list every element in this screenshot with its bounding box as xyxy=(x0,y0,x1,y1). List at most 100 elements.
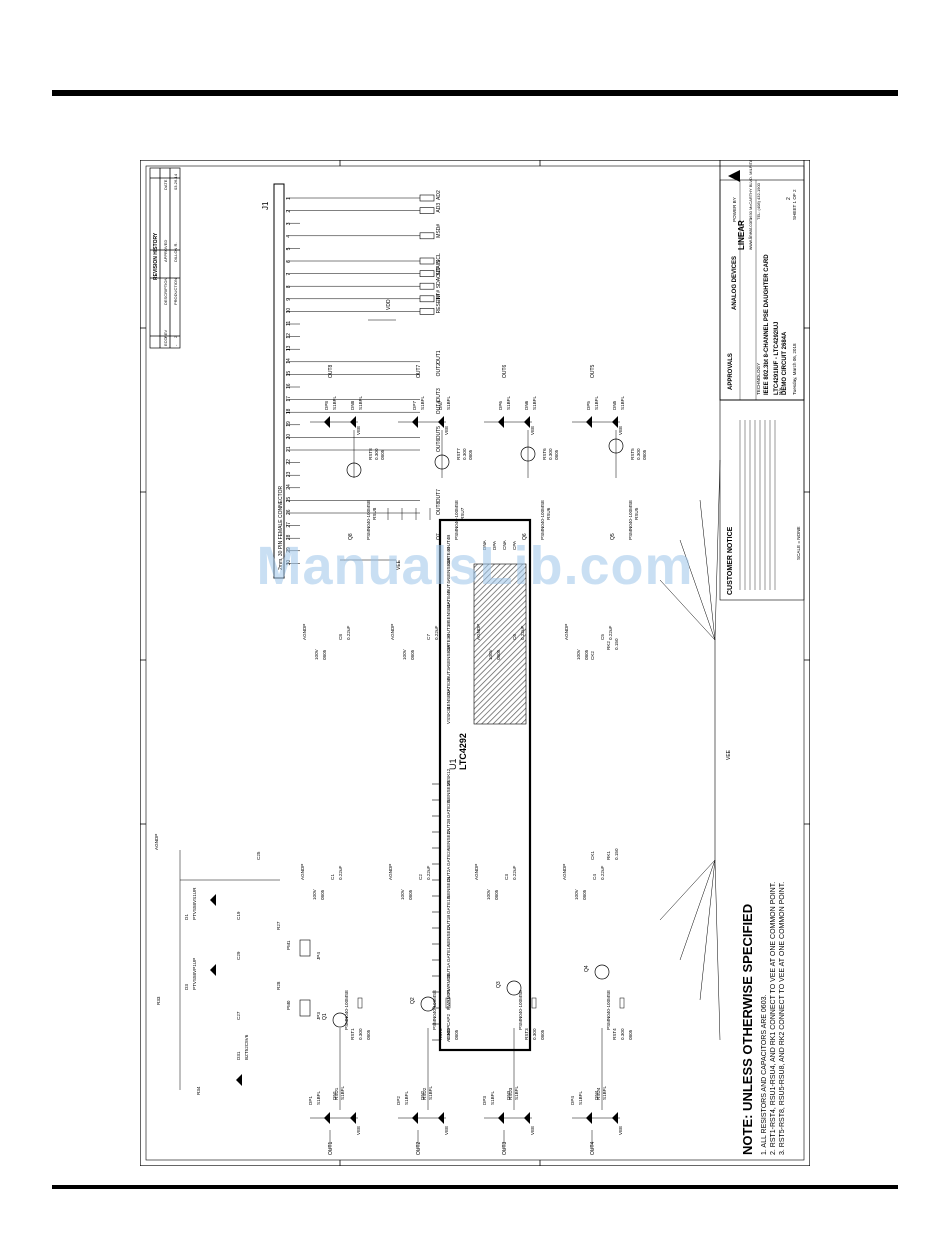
sense-resistor-value: 0.300 xyxy=(548,448,553,460)
j1-pin-number: 30 xyxy=(286,560,292,566)
j1-pin-number: 7 xyxy=(286,273,292,276)
sense-resistor-ref: RSU2 xyxy=(422,1087,427,1100)
diode-ref: DN1 xyxy=(332,1090,337,1100)
signal-label: MSD# xyxy=(436,224,442,238)
j1-pin-number: 4 xyxy=(286,235,292,238)
revision-header: ECO xyxy=(163,337,168,346)
revision-header: DESCRIPTION xyxy=(163,278,168,305)
cap-size: 0805 xyxy=(496,649,501,660)
diode-symbol xyxy=(210,964,216,976)
mosfet-part: PSMN040-100MSE xyxy=(344,990,349,1030)
sense-resistor-ref: RST2 xyxy=(438,1028,443,1040)
cap-ref: C8 xyxy=(338,634,343,640)
sense-resistor-value: 0.300 xyxy=(462,448,467,460)
cap-value: 0.22uF xyxy=(426,866,431,880)
mosfet-part: PSMN040-100MSE xyxy=(454,500,459,540)
cap-rating: 100V xyxy=(312,888,317,900)
mosfet-ref: Q1 xyxy=(322,1013,328,1020)
out-label: OUT3 xyxy=(502,1141,508,1155)
u1-ref: U1 xyxy=(448,758,458,770)
pm-ref: PM1 xyxy=(286,940,291,950)
j1-pin-number: 18 xyxy=(286,408,292,414)
signal-label: SDAIN xyxy=(436,260,442,276)
agndp-label: AGNDP xyxy=(562,864,567,880)
company-address: 1630 McCARTHY BLVD. MILPITAS, CA 95035 xyxy=(748,160,753,220)
u1-top-pin: DPA xyxy=(492,540,497,550)
rk-ref: RK1 xyxy=(606,851,611,860)
diode-ref: DP6 xyxy=(498,401,503,410)
resistor-ref: R27 xyxy=(276,921,281,930)
diode-part: S1BFL xyxy=(332,396,337,410)
vee-label: VEE xyxy=(444,1126,449,1135)
sense-resistor-ref: RSU4 xyxy=(596,1087,601,1100)
resistor-ref: R33 xyxy=(156,996,161,1005)
u1-pin-name: GATE4A xyxy=(446,589,451,608)
sense-resistor-value: 0.300 xyxy=(374,448,379,460)
diode-ref: DP1 xyxy=(308,1096,313,1105)
cap-value: 0.22uF xyxy=(338,866,343,880)
vee-label: VEE xyxy=(396,559,402,570)
j1-pin-number: 22 xyxy=(286,459,292,465)
cap-value: 0.22uF xyxy=(434,626,439,640)
cap-value: 0.22uF xyxy=(600,866,605,880)
u1-pin-name: PWRMD0 xyxy=(446,973,451,994)
d31-part: BZT52C5V6 xyxy=(244,1034,249,1060)
vee-return xyxy=(714,459,721,641)
diode-symbol xyxy=(210,894,216,906)
vee-label: VEE xyxy=(618,1126,623,1135)
sense-resistor-value: 0.300 xyxy=(636,448,641,460)
diode-part: S1BFL xyxy=(420,396,425,410)
cap-rating: 100V xyxy=(576,648,581,660)
notes-heading: NOTE: UNLESS OTHERWISE SPECIFIED xyxy=(740,904,755,1155)
ck-ref: CK2 xyxy=(590,651,595,660)
agndp-label: AGNDP xyxy=(388,864,393,880)
mosfet-part: PSMN040-100MSE xyxy=(432,990,437,1030)
j1-pin-number: 6 xyxy=(286,260,292,263)
u1-pin-name: SENSE4A xyxy=(446,600,451,622)
sense-resistor-size: 0805 xyxy=(540,1029,545,1040)
d3-part: PTVS58VP1UP xyxy=(192,958,197,990)
diode-part: S1BFL xyxy=(594,396,599,410)
u1-pin-name: GATE4B xyxy=(446,547,451,565)
cap-rating: 100V xyxy=(314,648,319,660)
j1-pin-number: 24 xyxy=(286,484,292,490)
u1-pin-name: GATE3A xyxy=(446,676,451,695)
sense-resistor xyxy=(619,997,625,1009)
out-label: OUT8 xyxy=(328,364,334,378)
cap-ref: C4 xyxy=(592,874,597,880)
mosfet-ref: Q4 xyxy=(584,965,590,972)
diode-part: S1BFL xyxy=(404,1091,409,1105)
rk-value: 0.150 xyxy=(614,638,619,650)
brand-name: LINEAR xyxy=(737,220,746,250)
vee-label: VEE xyxy=(530,426,535,435)
j1-pin-number: 14 xyxy=(286,358,292,364)
pm-ref: PM0 xyxy=(286,1000,291,1010)
rk-ref: RK2 xyxy=(606,641,611,650)
diode-part: S1BFL xyxy=(358,396,363,410)
u1-pin-name: VSSK12 xyxy=(446,768,451,786)
vee-label: VEE xyxy=(356,426,361,435)
u1-top-pin: DNA xyxy=(482,539,487,550)
vee-return xyxy=(714,859,721,1041)
sense-resistor-ref: RSU8 xyxy=(372,507,377,520)
cap-rating: 100V xyxy=(402,648,407,660)
sheet-number: SHEET 1 OF 2 xyxy=(792,189,797,220)
revision-cell: PRODUCTION xyxy=(173,278,178,305)
title-block-frame xyxy=(719,159,805,401)
j1-pin-number: 11 xyxy=(286,321,292,326)
signal-flag xyxy=(419,207,435,214)
jumper-jp4 xyxy=(299,939,311,957)
agndp-label: AGNDP xyxy=(302,624,307,640)
scale-label: SCALE = NONE xyxy=(796,526,801,560)
note-item: 2. RST1-RST4, RSU1-RSU4, AND RK1 CONNECT… xyxy=(770,882,777,1155)
u1-part: LTC4292 xyxy=(458,733,468,770)
mosfet-part: PSMN040-100MSE xyxy=(518,990,523,1030)
u1-pin-name: OUT3A xyxy=(446,664,451,680)
vee-label: VEE xyxy=(356,1126,361,1135)
u1-pin-name: OUT1A xyxy=(446,962,451,978)
diode-ref: DN8 xyxy=(350,400,355,410)
circuit-name: DEMO CIRCUIT 2684A xyxy=(782,331,788,395)
diode-part: S1BFL xyxy=(316,1091,321,1105)
